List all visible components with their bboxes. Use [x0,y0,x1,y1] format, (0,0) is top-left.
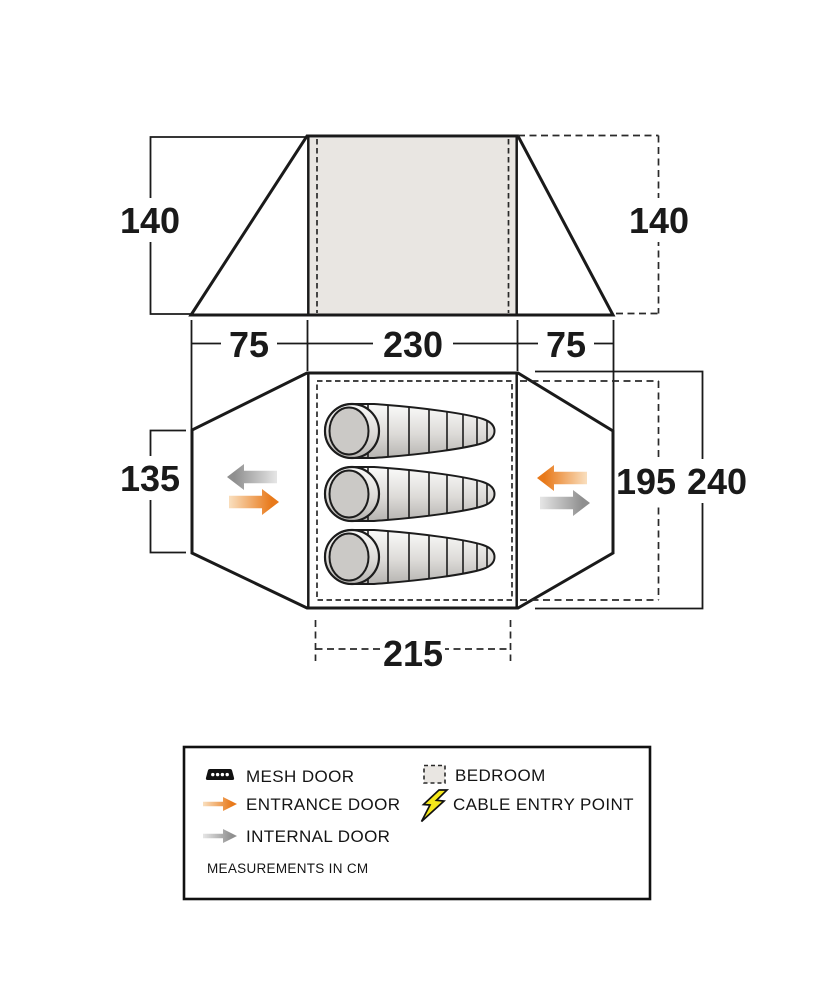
porch-right-width-label: 75 [546,324,586,365]
sleeping-bag-1 [325,402,495,460]
internal-door-arrow-left-porch [227,464,277,490]
cable-entry-icon [420,789,450,823]
legend-measurements-note: MEASUREMENTS IN CM [207,861,368,876]
legend: MESH DOOR ENTRANCE DOOR INTERNAL DOOR BE… [182,745,652,901]
label-backing [687,459,747,503]
bedroom-swatch-icon [423,764,446,784]
label-backing [122,198,179,242]
legend-cable-entry-label: CABLE ENTRY POINT [453,795,634,814]
side-view: 140 140 [120,134,689,317]
bedroom-width-label: 230 [383,324,443,365]
legend-mesh-door-label: MESH DOOR [246,767,354,786]
sleeping-bag-3 [325,528,495,586]
width-dimension-row: 75 230 75 [190,320,615,430]
legend-bedroom-label: BEDROOM [455,766,546,785]
inner-depth-label: 195 [616,461,676,502]
internal-door-icon [203,829,237,843]
label-backing [617,459,675,503]
label-backing [381,631,445,673]
groundsheet-outline [190,371,615,610]
mesh-door-icon [205,769,235,780]
legend-box [182,745,652,901]
sleeping-bag-2 [325,465,495,523]
internal-door-arrow-right-porch [540,490,590,516]
entrance-door-arrow-left-porch [229,489,279,515]
label-backing [221,322,277,364]
label-backing [631,198,688,242]
porch-left-width-label: 75 [229,324,269,365]
porch-width-label: 135 [120,458,180,499]
bedroom-length-label: 215 [383,633,443,674]
entrance-door-icon [203,797,237,811]
side-height-right-label: 140 [629,200,689,241]
legend-internal-door-label: INTERNAL DOOR [246,827,390,846]
label-backing [373,322,453,364]
side-height-left-label: 140 [120,200,180,241]
label-backing [121,456,179,500]
label-backing [538,322,594,364]
floor-plan: 135 195 240 215 [120,370,747,674]
entrance-door-arrow-right-porch [537,465,587,491]
side-view-bedroom-area [309,138,516,314]
total-depth-label: 240 [687,461,747,502]
legend-entrance-door-label: ENTRANCE DOOR [246,795,400,814]
